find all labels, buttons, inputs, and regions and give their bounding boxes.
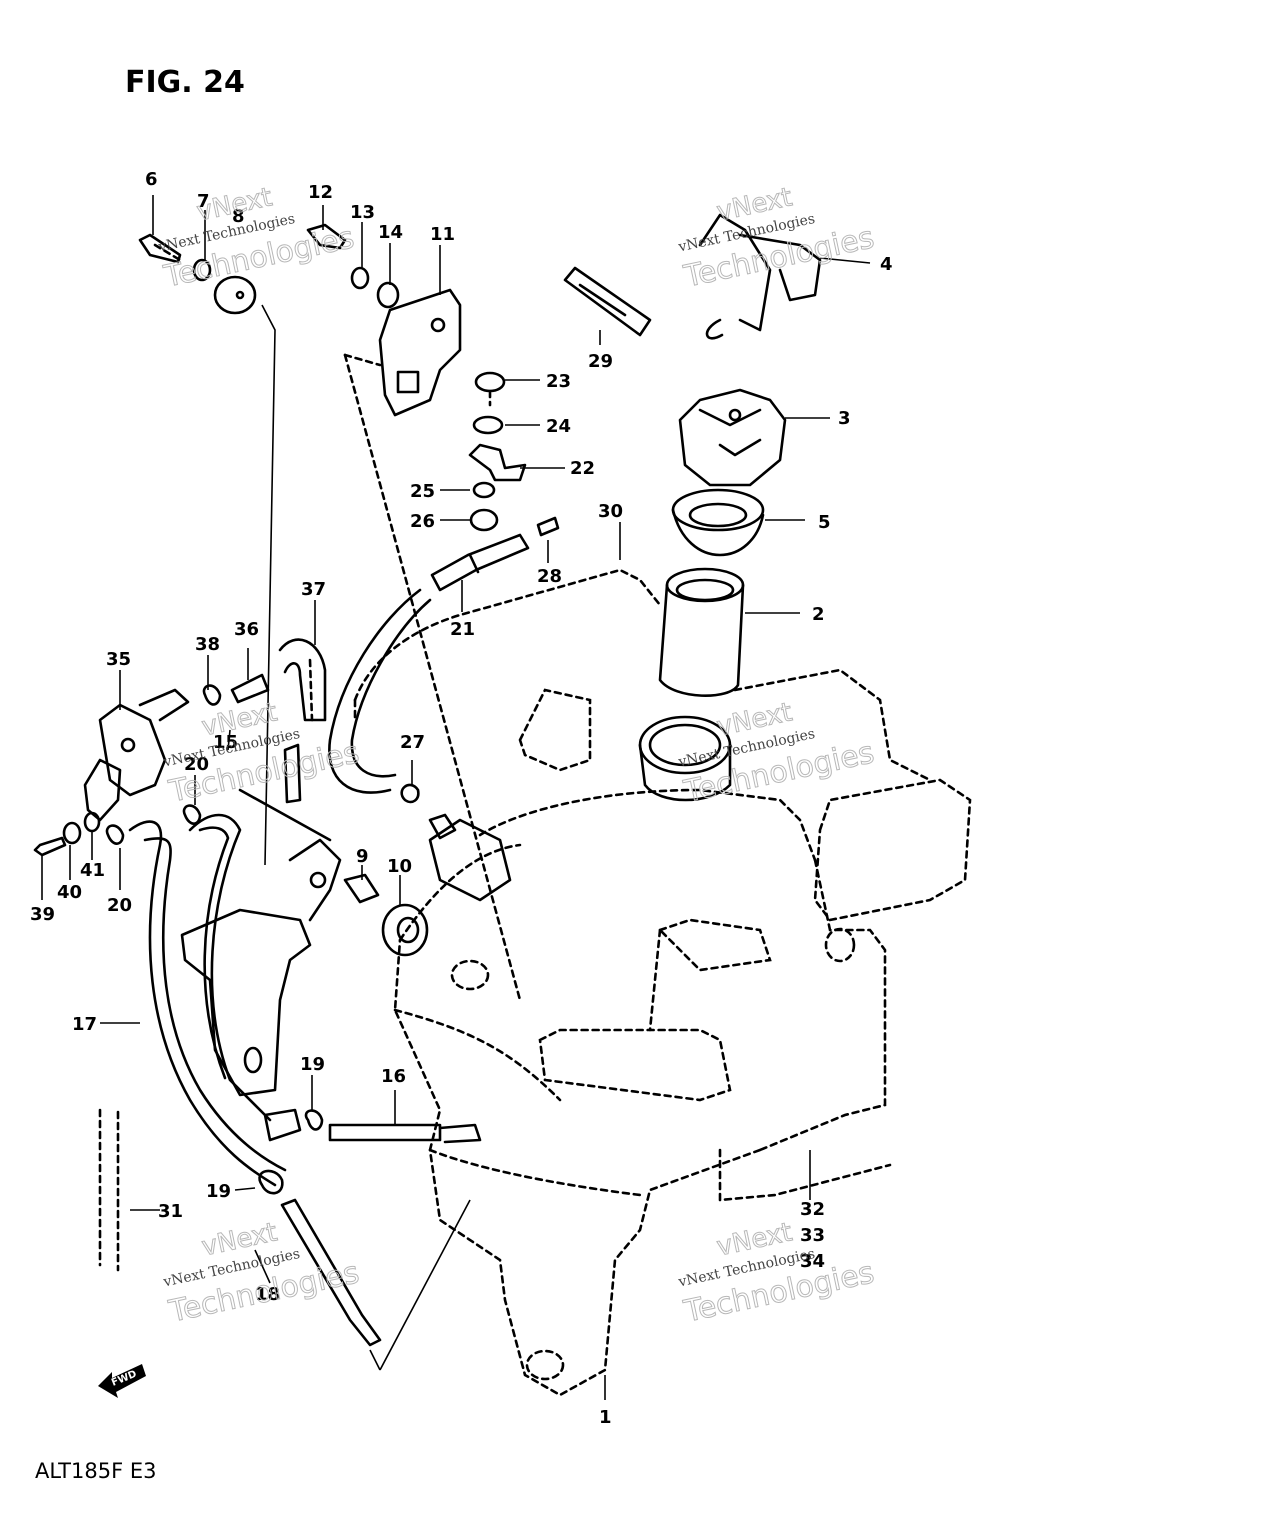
callout-18: 18 <box>255 1284 280 1305</box>
callout-10: 10 <box>387 856 412 877</box>
nut-26 <box>469 508 499 532</box>
clamp-27 <box>400 783 420 804</box>
callout-5: 5 <box>818 512 831 533</box>
washer-40 <box>62 821 82 845</box>
hose-37 <box>278 638 327 722</box>
washer-7 <box>192 258 212 282</box>
filler-gasket <box>671 488 765 557</box>
bolt-6 <box>138 233 182 264</box>
callout-36: 36 <box>234 619 259 640</box>
callout-19-lower: 19 <box>206 1181 231 1202</box>
callout-29: 29 <box>588 351 613 372</box>
grommet-10 <box>381 903 429 957</box>
callout-7: 7 <box>197 191 210 212</box>
callout-32: 32 <box>800 1199 825 1220</box>
clamp-19a <box>304 1109 324 1131</box>
cushion-9 <box>343 873 380 904</box>
fuel-cap <box>678 388 787 487</box>
fuel-tank <box>353 568 932 1397</box>
clamp-38 <box>202 684 222 706</box>
callout-26: 26 <box>410 511 435 532</box>
callout-20-upper: 20 <box>184 754 209 775</box>
callout-24: 24 <box>546 416 571 437</box>
washer-41 <box>83 811 101 833</box>
callout-37: 37 <box>301 579 326 600</box>
washer-25 <box>472 481 496 499</box>
model-code: ALT185F E3 <box>35 1459 156 1483</box>
callout-23: 23 <box>546 371 571 392</box>
callout-4: 4 <box>880 254 893 275</box>
tank-bracket <box>378 288 462 417</box>
callout-34: 34 <box>800 1251 825 1272</box>
strip-31 <box>98 1108 120 1272</box>
callout-6: 6 <box>145 169 158 190</box>
callout-41: 41 <box>80 860 105 881</box>
plug-28 <box>536 516 560 537</box>
callout-40: 40 <box>57 882 82 903</box>
callout-35: 35 <box>106 649 131 670</box>
callout-14: 14 <box>378 222 403 243</box>
washer-24 <box>472 415 504 435</box>
watermark-bottom-right: vNext vNext Technologies Technologies <box>676 1217 878 1330</box>
leader-lines <box>41 195 871 1400</box>
callout-15: 15 <box>213 732 238 753</box>
callout-9: 9 <box>356 846 369 867</box>
watermark-mid-left: vNext vNext Technologies Technologies <box>161 697 363 810</box>
callout-12: 12 <box>308 182 333 203</box>
side-cover <box>718 778 972 1202</box>
tank-outlet <box>428 813 512 902</box>
clamp-20a <box>182 804 202 825</box>
callout-28: 28 <box>537 566 562 587</box>
callout-1: 1 <box>599 1407 612 1428</box>
callout-13: 13 <box>350 202 375 223</box>
callout-38: 38 <box>195 634 220 655</box>
callout-27: 27 <box>400 732 425 753</box>
callout-22: 22 <box>570 458 595 479</box>
washer-13 <box>350 266 370 290</box>
callout-19-upper: 19 <box>300 1054 325 1075</box>
watermark-mid-right: vNext vNext Technologies Technologies <box>676 697 878 810</box>
breather-hose <box>328 588 422 794</box>
hose-15 <box>283 743 302 804</box>
filler-neck <box>638 715 732 802</box>
hose-36 <box>230 673 270 704</box>
callout-16: 16 <box>381 1066 406 1087</box>
screw-23 <box>474 371 506 407</box>
callout-25: 25 <box>410 481 435 502</box>
hose-16 <box>328 1123 482 1144</box>
callout-8: 8 <box>232 206 245 227</box>
clamp-22 <box>468 443 527 482</box>
figure-title: FIG. 24 <box>125 65 245 100</box>
callout-39: 39 <box>30 904 55 925</box>
callout-33: 33 <box>800 1225 825 1246</box>
callout-31: 31 <box>158 1201 183 1222</box>
washer-8 <box>213 275 257 315</box>
filler-guard <box>658 567 745 697</box>
callout-20-lower: 20 <box>107 895 132 916</box>
fuel-cock <box>83 688 190 822</box>
clamp-19b <box>258 1169 284 1195</box>
callout-17: 17 <box>72 1014 97 1035</box>
cap-spring <box>698 213 822 340</box>
callout-2: 2 <box>812 604 825 625</box>
bolt-12 <box>306 223 347 250</box>
callout-labels: 1 2 3 4 5 6 7 8 9 10 11 12 13 14 15 16 1… <box>30 169 893 1428</box>
watermark-top-right: vNext vNext Technologies Technologies <box>676 182 878 295</box>
guide-lines <box>261 304 522 1371</box>
callout-30: 30 <box>598 501 623 522</box>
clamp-20b <box>105 824 125 845</box>
callout-11: 11 <box>430 224 455 245</box>
screw-39 <box>33 836 67 857</box>
callout-21: 21 <box>450 619 475 640</box>
forward-arrow-icon: FWD <box>98 1364 146 1398</box>
washer-14 <box>376 281 400 309</box>
strap <box>563 266 652 337</box>
watermark-bottom-left: vNext vNext Technologies Technologies <box>161 1217 363 1330</box>
breather-pipe-21 <box>430 533 530 592</box>
hose-17 <box>128 820 277 1187</box>
callout-3: 3 <box>838 408 851 429</box>
hose-18 <box>280 1198 382 1347</box>
